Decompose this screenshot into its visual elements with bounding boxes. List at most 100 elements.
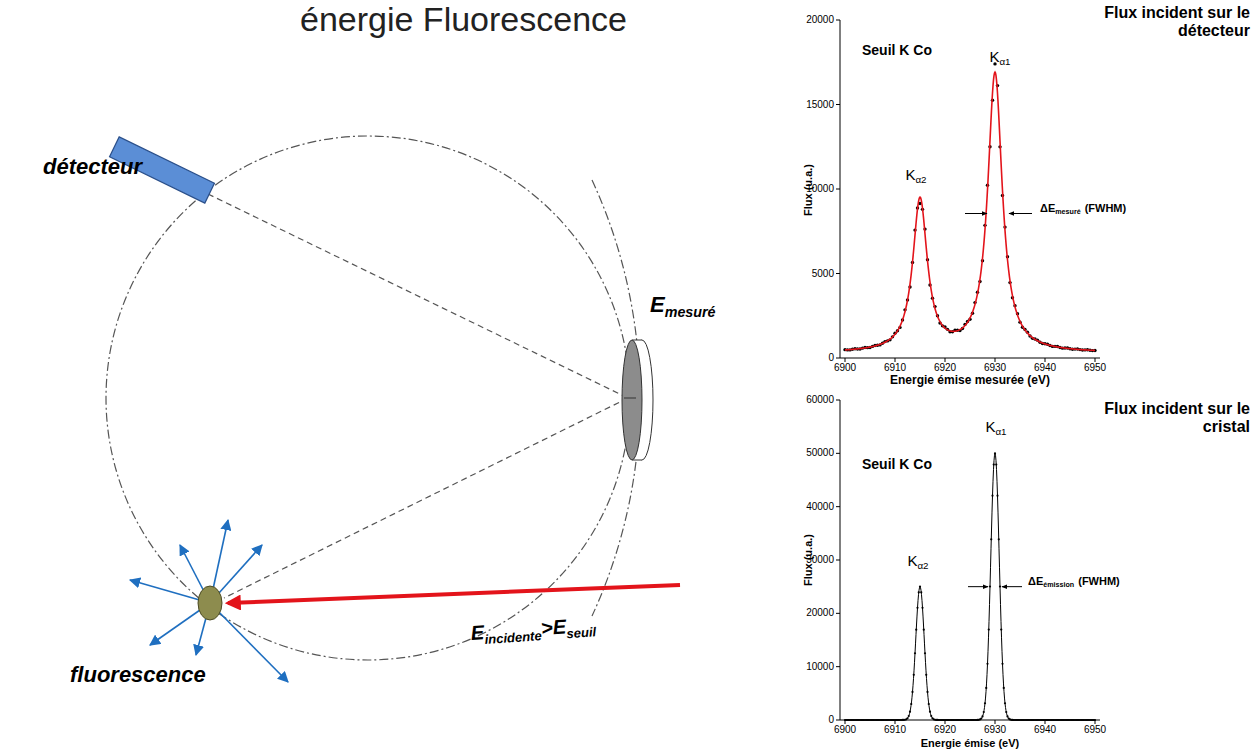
label-text: E xyxy=(650,292,665,317)
label-text: Flux incident sur le détecteur xyxy=(1104,4,1250,39)
tick xyxy=(836,506,840,507)
data-point xyxy=(919,586,921,588)
data-point xyxy=(914,652,916,654)
data-point xyxy=(986,663,988,665)
data-point xyxy=(921,607,923,609)
tick xyxy=(995,358,996,362)
data-point xyxy=(906,717,908,719)
tick xyxy=(845,358,846,362)
data-point xyxy=(923,629,925,631)
tick xyxy=(895,358,896,362)
label-text: 6930 xyxy=(984,724,1006,735)
tick-label: 6950 xyxy=(1084,724,1106,736)
tick xyxy=(836,189,840,190)
peak-label: Kα1 xyxy=(989,48,1010,65)
subscript: α2 xyxy=(915,174,926,185)
subscript: incidente xyxy=(484,628,542,647)
data-point xyxy=(995,464,997,466)
data-point xyxy=(983,711,985,713)
data-point xyxy=(990,538,992,540)
tick xyxy=(836,358,840,359)
label-text: 0 xyxy=(828,714,834,725)
label-text: détecteur xyxy=(43,154,142,179)
axis-title: Energie émise (eV) xyxy=(921,737,1019,750)
tick-label: 6920 xyxy=(934,724,956,736)
label-text: 5000 xyxy=(812,268,834,279)
subscript: mesuré xyxy=(665,304,716,320)
label-text: Energie émise mesurée (eV) xyxy=(890,373,1050,387)
data-point xyxy=(920,591,922,593)
fwhm-arrow xyxy=(965,213,987,214)
label-text: 40000 xyxy=(806,501,834,512)
label-text: K xyxy=(989,48,999,65)
tick xyxy=(836,104,840,105)
beam-path xyxy=(208,194,628,398)
tick xyxy=(836,273,840,274)
label-text: 6940 xyxy=(1034,724,1056,735)
crystal xyxy=(622,340,653,460)
data-point xyxy=(985,687,987,689)
axis-title: Energie émise mesurée (eV) xyxy=(890,374,1050,388)
label-text: 6950 xyxy=(1084,724,1106,735)
label-text: Seuil K Co xyxy=(862,42,932,58)
tick-label: 10000 xyxy=(806,661,834,673)
panel-heading: Flux incident sur le détecteur xyxy=(1050,4,1250,41)
label-text: ΔE xyxy=(1028,575,1043,587)
label-text: (FWHM) xyxy=(1078,575,1120,587)
data-point xyxy=(1001,663,1003,665)
tick-label: 15000 xyxy=(806,99,834,111)
label-text: 15000 xyxy=(806,99,834,110)
data-point xyxy=(999,585,1001,587)
label-text: K xyxy=(985,418,995,435)
data-point xyxy=(909,711,911,713)
fit-curve xyxy=(845,72,1095,350)
tick-label: 20000 xyxy=(806,14,834,26)
peak-label: Kα2 xyxy=(905,166,926,183)
label-text: 6900 xyxy=(834,362,856,373)
label-text: 6910 xyxy=(884,362,906,373)
tick-label: 0 xyxy=(828,352,834,364)
tick-label: 6910 xyxy=(884,724,906,736)
label-text: 50000 xyxy=(806,447,834,458)
subscript: seuil xyxy=(566,624,597,641)
peak-label: Kα1 xyxy=(985,418,1006,435)
crystal-arc xyxy=(592,180,640,616)
tick-label: 6900 xyxy=(834,724,856,736)
subscript: α1 xyxy=(995,426,1006,437)
label-text: Seuil K Co xyxy=(862,456,932,472)
label-text: E xyxy=(470,621,485,644)
data-point xyxy=(910,703,912,705)
fwhm-arrow xyxy=(1002,586,1022,587)
subscript: émission xyxy=(1043,581,1074,589)
rowland-circle xyxy=(106,136,630,660)
x-axis xyxy=(840,358,1100,359)
tick xyxy=(1045,358,1046,362)
tick xyxy=(1095,358,1096,362)
label-text: 6920 xyxy=(934,362,956,373)
label-text: ΔE xyxy=(1040,202,1055,214)
data-point xyxy=(925,674,927,676)
tick-label: 50000 xyxy=(806,447,834,459)
tick-label: 6940 xyxy=(1034,362,1056,374)
subscript: α1 xyxy=(999,56,1010,67)
tick-label: 6900 xyxy=(834,362,856,374)
label-text: (FWHM) xyxy=(1085,202,1127,214)
label-text: fluorescence xyxy=(70,662,206,687)
label-text: 6910 xyxy=(884,724,906,735)
panel-heading: Flux incident sur le cristal xyxy=(1080,400,1250,437)
label-text: K xyxy=(907,552,917,569)
data-point xyxy=(911,691,913,693)
fwhm-label: ΔEémission (FWHM) xyxy=(1028,575,1120,588)
tick-label: 20000 xyxy=(806,607,834,619)
tick xyxy=(836,560,840,561)
tick xyxy=(836,453,840,454)
tick-label: 40000 xyxy=(806,501,834,513)
tick-label: 0 xyxy=(828,714,834,726)
data-point xyxy=(1006,715,1008,717)
label-text: 30000 xyxy=(806,554,834,565)
data-point xyxy=(926,691,928,693)
tick xyxy=(945,358,946,362)
subscript: α2 xyxy=(917,560,928,571)
sample-label: fluorescence xyxy=(70,662,206,687)
fwhm-arrow xyxy=(968,586,988,587)
